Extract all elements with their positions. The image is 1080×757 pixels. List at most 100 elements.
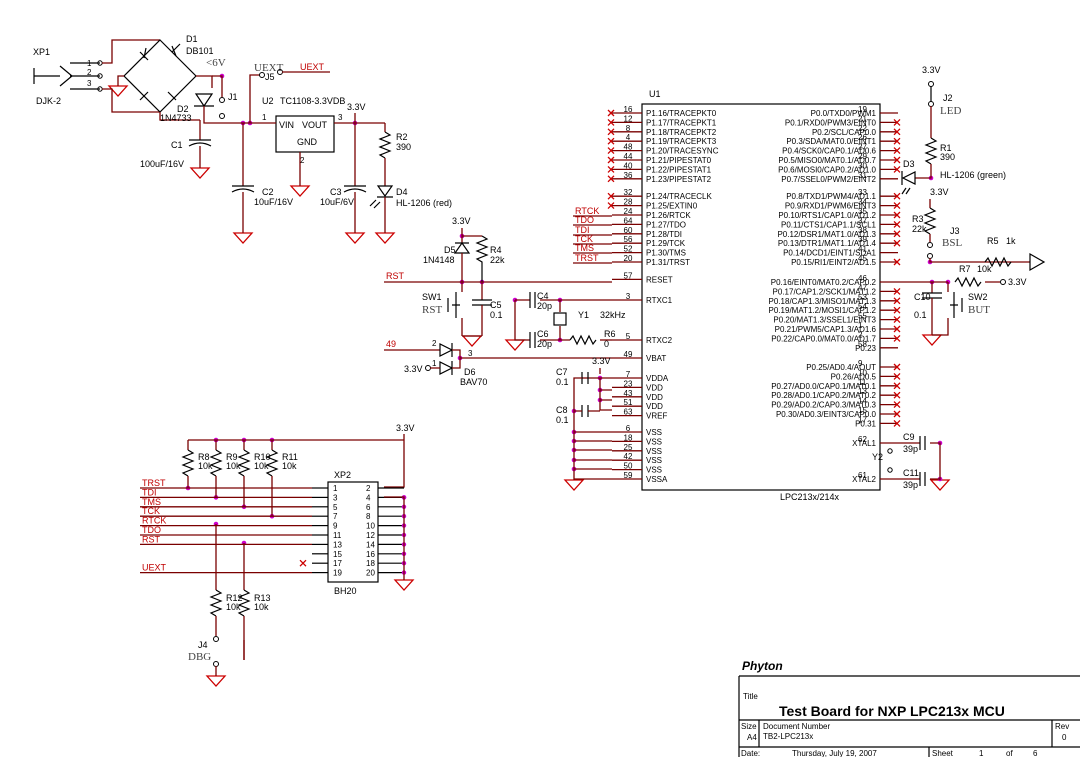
- no-connect-mark: [893, 325, 901, 333]
- mcu-right-pin-number: 55: [858, 312, 867, 321]
- mcu-right-pin-number: 22: [858, 124, 867, 133]
- d2-value: 1N4733: [160, 113, 192, 123]
- no-connect-mark: [893, 363, 901, 371]
- ground-icon: [344, 232, 366, 244]
- mcu-left-pin-number: 50: [624, 462, 633, 471]
- mcu-left-pin-name: P1.22/PIPESTAT1: [646, 165, 712, 174]
- d4-value: HL-1206 (red): [396, 198, 452, 208]
- d6-pin3: 3: [468, 349, 473, 358]
- mcu-left-pin-number: 42: [624, 452, 633, 461]
- decoupling-section: 3.3V C7 0.1 C8 0.1: [556, 356, 612, 480]
- mcu-left-pin-name: RTXC2: [646, 336, 673, 345]
- xp2-right-pin-number: 8: [366, 512, 371, 521]
- mcu-right-pin-number: 9: [858, 359, 863, 368]
- sheets-value: 6: [1033, 749, 1038, 757]
- ground-icon: [504, 339, 526, 351]
- mcu-right-pin-name: P0.3/SDA/MAT0.0/EINT1: [786, 137, 876, 146]
- mcu-left-pin-number: 36: [624, 171, 633, 180]
- capacitor-c5: [472, 299, 492, 306]
- j5-label: UEXT: [254, 62, 284, 74]
- mcu-left-pin-name: VDDA: [646, 374, 669, 383]
- pullup-ref: R11: [282, 452, 298, 462]
- mcu-left-pin-number: 40: [624, 161, 633, 170]
- mcu-right-pin-number: 19: [858, 105, 867, 114]
- u2-ref: U2: [262, 96, 274, 106]
- mcu-right-pin-name: P0.13/DTR1/MAT1.1/AD1.4: [778, 239, 877, 248]
- mcu-left-pin-number: 4: [626, 133, 631, 142]
- mcu-left-pin-name: VSS: [646, 447, 662, 456]
- mcu-right-pin-name: P0.22/CAP0.0/MAT0.0/AD1.7: [771, 334, 876, 343]
- c5-ref: C5: [490, 300, 502, 310]
- resistor-r1: [924, 137, 938, 165]
- mcu-left-pin-number: 25: [624, 443, 633, 452]
- capacitor-c11: [919, 472, 926, 486]
- no-connect-mark: [893, 239, 901, 247]
- mcu-right-pin-number: 30: [858, 161, 867, 170]
- no-connect-mark: [607, 175, 615, 183]
- mcu-right-pin-number: 34: [858, 198, 867, 207]
- capacitor-c3: [343, 185, 367, 193]
- xp2-right-pin-number: 16: [366, 550, 375, 559]
- jtag-net-label: TMS: [142, 497, 161, 507]
- resistor-r13: [237, 589, 251, 617]
- mcu-left-pin-number: 8: [626, 124, 631, 133]
- xp2-right-pin-number: 12: [366, 531, 375, 540]
- no-connect-mark: [607, 165, 615, 173]
- mcu-right-pin-name: P0.6/MOSI0/CAP0.2/AD1.0: [778, 165, 876, 174]
- mcu-right-pin-name: P0.4/SCK0/CAP0.1/AD0.6: [782, 147, 876, 156]
- no-connect-mark: [893, 334, 901, 342]
- jtag-net-label: UEXT: [142, 563, 167, 573]
- of-label: of: [1006, 749, 1013, 757]
- mcu-left-pin-name: VDD: [646, 383, 663, 392]
- mcu-right-pin-number: 53: [858, 293, 867, 302]
- xp2-right-pin-number: 18: [366, 559, 375, 568]
- title-block: Phyton Title Test Board for NXP LPC213x …: [738, 659, 1080, 757]
- no-connect-mark: [607, 147, 615, 155]
- d5-value: 1N4148: [423, 255, 455, 265]
- r1-value: 390: [940, 152, 955, 162]
- capacitor-c4: [529, 292, 536, 308]
- jtag-net-label: TCK: [142, 506, 160, 516]
- mcu-left-pin-name: P1.30/TMS: [646, 249, 686, 258]
- xp2-left-pin-number: 17: [333, 559, 342, 568]
- sheet-value: 1: [979, 749, 984, 757]
- mcu-right-pin-name: XTAL1: [852, 439, 876, 448]
- no-connect-mark: [893, 147, 901, 155]
- mcu-left-pin-name: P1.16/TRACEPKT0: [646, 109, 717, 118]
- date-label: Date:: [741, 749, 760, 757]
- v33-led: 3.3V: [922, 65, 941, 75]
- xp2-left-pin-number: 11: [333, 531, 342, 540]
- no-connect-mark: [893, 192, 901, 200]
- no-connect-mark: [893, 391, 901, 399]
- regulator-u2: [275, 115, 335, 153]
- mcu-left-pin-name: P1.19/TRACEPKT3: [646, 137, 717, 146]
- mcu-value: LPC213x/214x: [780, 492, 840, 502]
- y1-ref: Y1: [578, 310, 589, 320]
- mcu-left-pin-number: 5: [626, 332, 631, 341]
- mcu-left-pin-number: 23: [624, 379, 633, 388]
- docnum-label: Document Number: [763, 722, 830, 731]
- r2-ref: R2: [396, 132, 408, 142]
- resistor-r12: [209, 589, 223, 617]
- mcu-left-pin-name: RTXC1: [646, 296, 673, 305]
- c4-ref: C4: [537, 291, 549, 301]
- uext-net-label: UEXT: [300, 62, 325, 72]
- d1-ref: D1: [186, 34, 198, 44]
- mcu-right-pin-number: 37: [858, 216, 867, 225]
- vbat-net-label: 49: [386, 339, 396, 349]
- pullup-value: 10k: [282, 461, 297, 471]
- pullup-resistor: [209, 449, 223, 477]
- mcu-left-pin-name: VDD: [646, 402, 663, 411]
- mcu-right-pin-name: P0.31: [855, 419, 876, 428]
- mcu-left-pin-number: 56: [624, 235, 633, 244]
- v33-but: 3.3V: [1008, 277, 1027, 287]
- no-connect-mark: [607, 109, 615, 117]
- jack-xp1-symbol: [33, 65, 73, 87]
- c4-value: 20p: [537, 301, 552, 311]
- no-connect-mark: [893, 316, 901, 324]
- xp2-value: BH20: [334, 586, 357, 596]
- jtag-net-label: RST: [142, 534, 161, 544]
